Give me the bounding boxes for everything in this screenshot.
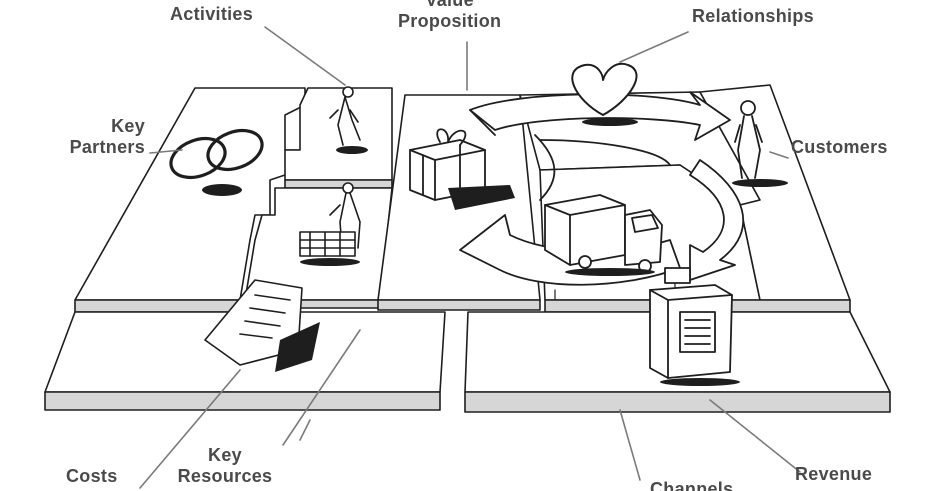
cost-structure-label: Costs: [66, 466, 118, 487]
customer-relationships-text: Relationships: [692, 6, 814, 26]
cost-structure-text: Costs: [66, 466, 118, 486]
cash-register-icon: [649, 267, 740, 386]
key-activities-text: Activities: [170, 4, 254, 24]
revenue-label: Revenue: [795, 464, 872, 485]
person-icon: [732, 100, 788, 187]
channels-text: Channels: [650, 479, 734, 491]
truck-icon: [544, 194, 663, 276]
key-resources-text-top: Key: [208, 445, 242, 465]
key-activities-block: [284, 87, 393, 189]
worker-icon: [329, 86, 368, 154]
value-proposition-text-bottom: Proposition: [398, 11, 502, 31]
key-activities-label: Activities: [170, 4, 253, 25]
value-proposition-text-top: Value: [425, 0, 474, 10]
key-partners-text-bottom: Partners: [69, 137, 145, 157]
revenue-text: Revenue: [795, 464, 873, 484]
key-partners-label: Key Partners: [40, 116, 145, 158]
key-resources-text-bottom: Resources: [177, 466, 273, 486]
customer-segments-text: Customers: [791, 137, 888, 157]
worker-icon: [299, 182, 361, 266]
customer-segments-label: Customers: [791, 137, 888, 158]
key-partners-text-top: Key: [111, 116, 145, 136]
rings-icon: [169, 128, 264, 196]
document-icon: [204, 279, 320, 372]
heart-icon: [571, 62, 638, 126]
gift-box-icon: [409, 128, 515, 210]
customer-relationships-label: Relationships: [692, 6, 814, 27]
label-leaders: [139, 26, 801, 489]
value-proposition-label: Value Proposition: [398, 0, 501, 32]
key-resources-label: Key Resources: [170, 445, 280, 487]
channels-label: Channels: [650, 479, 733, 491]
